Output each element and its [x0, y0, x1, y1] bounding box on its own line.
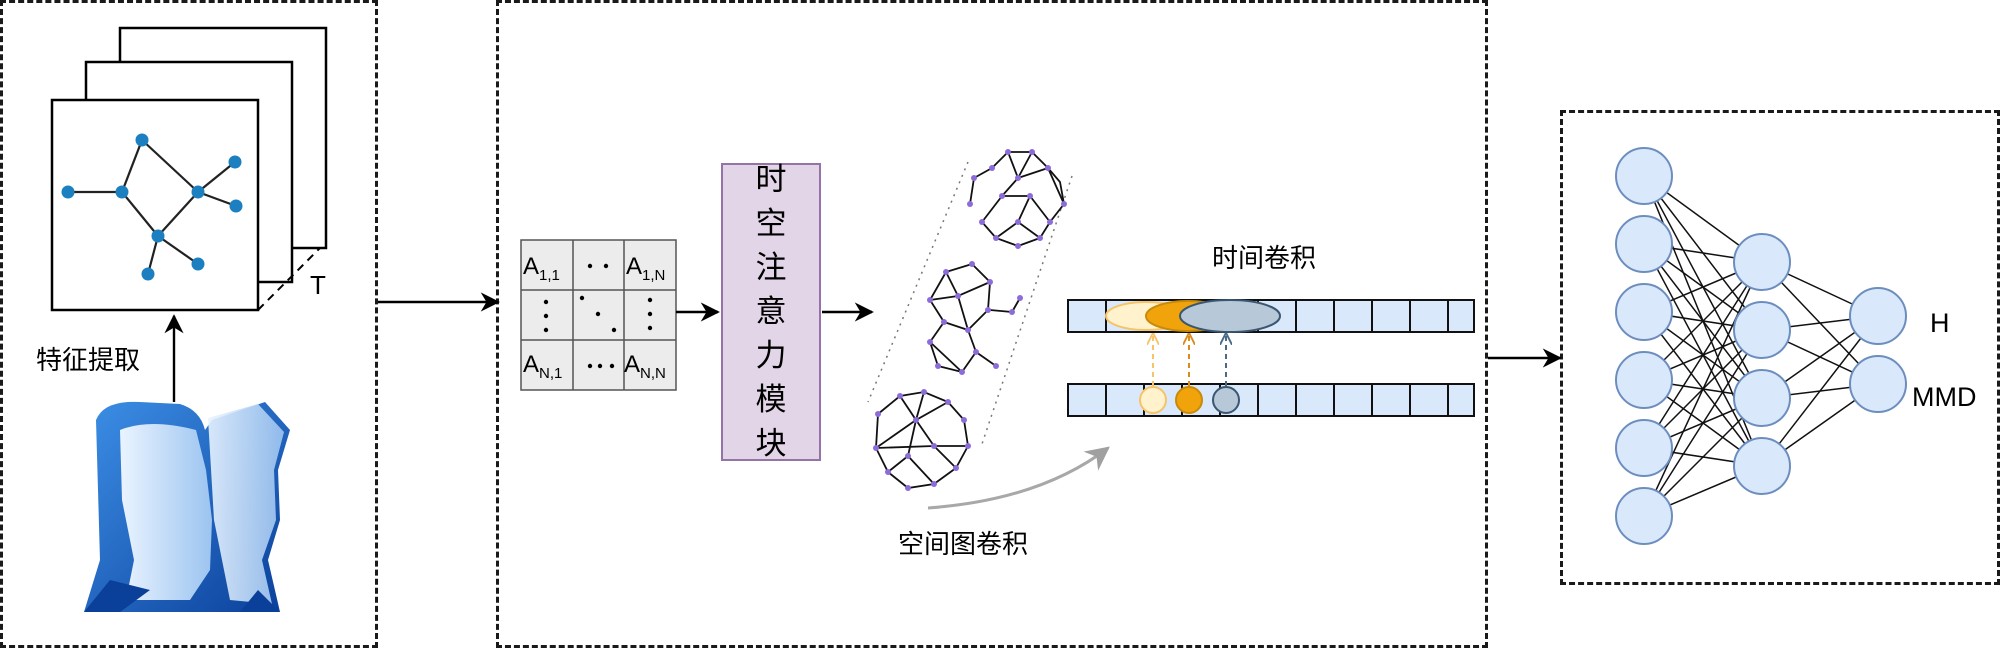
svg-text:A1,1: A1,1: [523, 253, 560, 284]
faces-icon: [84, 401, 290, 612]
output-h-label: H: [1930, 308, 1950, 338]
nn-node-layer-2: [1733, 301, 1791, 359]
nn-edge: [1761, 315, 1879, 467]
spatial-conv-label: 空间图卷积: [898, 530, 1029, 560]
nn-edge: [1643, 329, 1763, 517]
classifier-panel: [1560, 110, 2000, 585]
frames-count-label: T: [310, 270, 326, 300]
nn-node-layer-1: [1615, 351, 1673, 409]
temporal-row-bottom: [1067, 383, 1475, 417]
nn-nodes: [1615, 147, 1907, 545]
matrix-a1n: A: [626, 253, 642, 280]
skeleton-joints: [873, 149, 1067, 491]
nn-node-layer-1: [1615, 487, 1673, 545]
graph-nodes: [61, 133, 243, 281]
matrix-a1n-sub: 1,N: [642, 267, 665, 284]
svg-text:AN,N: AN,N: [624, 351, 666, 382]
output-mmd-label: MMD: [1912, 382, 1977, 412]
matrix-a11-sub: 1,1: [539, 267, 560, 284]
nn-node-layer-3: [1849, 355, 1907, 413]
temporal-ellipses: [1105, 299, 1281, 333]
nn-node-layer-1: [1615, 419, 1673, 477]
nn-node-layer-1: [1615, 147, 1673, 205]
temporal-circles: [1139, 386, 1240, 414]
nn-node-layer-3: [1849, 287, 1907, 345]
temporal-conv-label: 时间卷积: [1212, 244, 1317, 274]
st-gcn-panel: [496, 0, 1488, 648]
nn-node-layer-2: [1733, 233, 1791, 291]
matrix-ann-sub: N,N: [640, 365, 666, 382]
nn-node-layer-1: [1615, 283, 1673, 341]
nn-node-layer-1: [1615, 215, 1673, 273]
attention-module-label: 时空注意力模块: [755, 162, 787, 462]
skeleton-mid: [928, 262, 1021, 374]
nn-node-layer-2: [1733, 437, 1791, 495]
nn-edge: [1643, 261, 1763, 517]
svg-text:AN,1: AN,1: [523, 351, 562, 382]
feature-extraction-panel: [0, 0, 378, 648]
svg-text:A1,N: A1,N: [626, 253, 665, 284]
matrix-ann: A: [624, 351, 640, 378]
attention-module: 时空注意力模块: [721, 162, 821, 462]
matrix-an1: A: [523, 351, 539, 378]
matrix-an1-sub: N,1: [539, 365, 562, 382]
graph-frames: [50, 26, 328, 312]
graph-edges: [68, 139, 237, 275]
spatial-to-temporal-arrow: [927, 446, 1110, 510]
matrix-a11: A: [523, 253, 539, 280]
nn-node-layer-2: [1733, 369, 1791, 427]
nn-edge: [1643, 261, 1763, 449]
feature-extraction-label: 特征提取: [36, 346, 141, 376]
skeleton-sequence: [867, 161, 1073, 445]
adjacency-matrix: A1,1 A1,N AN,1 AN,N: [520, 239, 677, 391]
